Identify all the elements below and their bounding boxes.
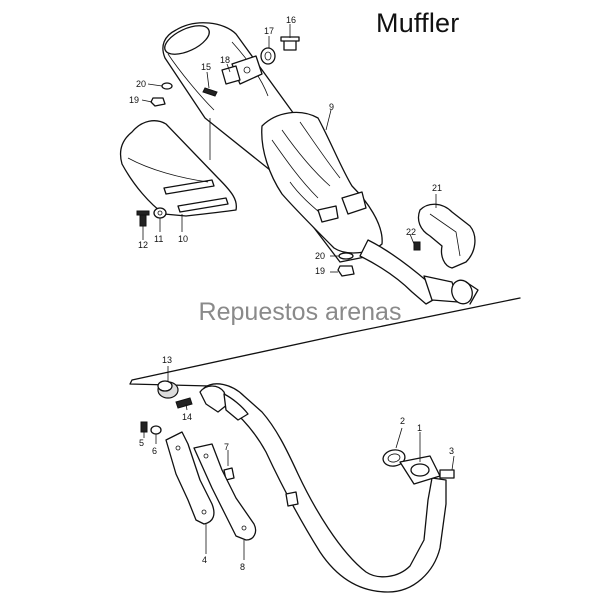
- leader-lines-lower: [143, 366, 455, 560]
- leader-lines-upper: [141, 24, 437, 273]
- bracket-8: [193, 443, 257, 541]
- watermark-text: Repuestos arenas: [198, 298, 402, 326]
- callout-13: 13: [162, 355, 172, 365]
- callout-6: 6: [152, 446, 157, 456]
- callout-2: 2: [400, 416, 405, 426]
- callout-14: 14: [182, 412, 192, 422]
- callout-19-lower: 19: [315, 266, 325, 276]
- diagram-title: Muffler: [376, 8, 460, 38]
- muffler-body: [162, 22, 479, 305]
- callout-18: 18: [220, 55, 230, 65]
- callout-21: 21: [432, 183, 442, 193]
- callout-16: 16: [286, 15, 296, 25]
- heat-shield-10: [119, 120, 238, 217]
- callout-5: 5: [139, 438, 144, 448]
- callout-20-upper: 20: [136, 79, 146, 89]
- bracket-21: [417, 203, 476, 269]
- callout-10: 10: [178, 234, 188, 244]
- callout-labels: 16 17 18 15 20 19 9 21 22 20 19 12 11 10…: [129, 15, 454, 572]
- callout-12: 12: [138, 240, 148, 250]
- callout-8: 8: [240, 562, 245, 572]
- callout-17: 17: [264, 26, 274, 36]
- callout-9: 9: [329, 102, 334, 112]
- callout-20-lower: 20: [315, 251, 325, 261]
- callout-22: 22: [406, 227, 416, 237]
- callout-11: 11: [154, 234, 163, 244]
- callout-1: 1: [417, 423, 422, 433]
- exhaust-pipe: [199, 383, 455, 593]
- lower-hardware: [140, 380, 235, 481]
- callout-15: 15: [201, 62, 211, 72]
- callout-7: 7: [224, 442, 229, 452]
- section-divider: [129, 297, 521, 387]
- callout-4: 4: [202, 555, 207, 565]
- bracket-4: [165, 431, 215, 525]
- callout-3: 3: [449, 446, 454, 456]
- callout-19-upper: 19: [129, 95, 139, 105]
